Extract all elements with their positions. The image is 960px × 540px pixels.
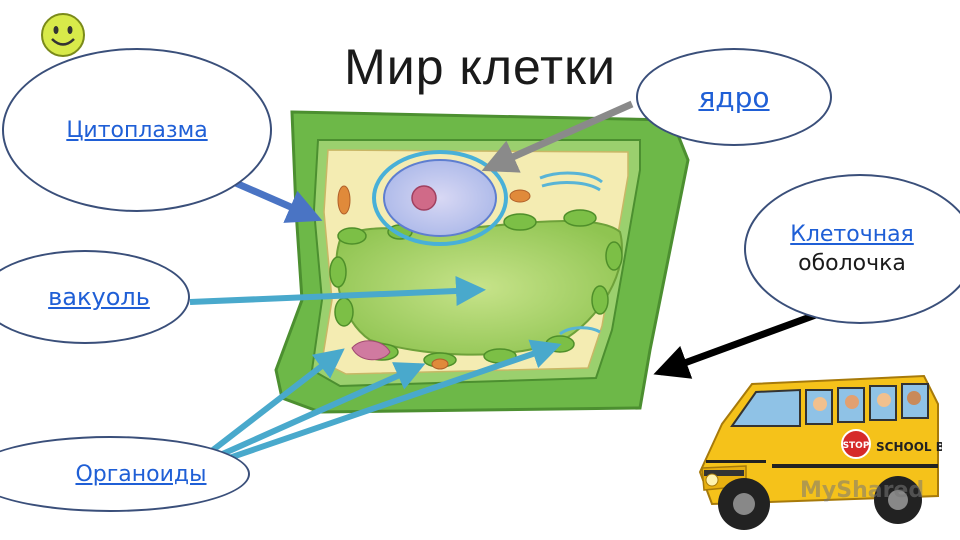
membrane-link[interactable]: Клеточная bbox=[790, 222, 914, 247]
nucleus-shape bbox=[372, 150, 508, 246]
membrane-bubble: Клеточная оболочка bbox=[744, 174, 960, 324]
arrow-nucleus bbox=[481, 100, 634, 173]
vacuole-link[interactable]: вакуоль bbox=[48, 283, 150, 311]
arrow-vacuole bbox=[189, 276, 486, 306]
cytoplasm-bubble: Цитоплазма bbox=[2, 48, 272, 212]
arrow-organoid-1 bbox=[198, 348, 345, 463]
organelles-shapes bbox=[337, 171, 603, 370]
school-bus-image: SCHOOL BUS STOP bbox=[698, 374, 942, 530]
cytoplasm-link[interactable]: Цитоплазма bbox=[66, 117, 208, 143]
organelles-link[interactable]: Органоиды bbox=[75, 461, 207, 487]
membrane-text: оболочка bbox=[798, 251, 906, 276]
watermark-text: MyShared bbox=[800, 478, 925, 503]
page-title: Мир клетки bbox=[344, 39, 616, 95]
organelles-bubble: Органоиды bbox=[0, 436, 250, 512]
arrow-organoid-2 bbox=[198, 362, 426, 467]
nucleus-link[interactable]: ядро bbox=[698, 80, 770, 114]
vacuole-bubble: вакуоль bbox=[0, 250, 190, 344]
smiley-icon bbox=[41, 13, 85, 57]
arrow-organoid-3 bbox=[199, 339, 562, 471]
bus-sign-text: SCHOOL BUS bbox=[876, 440, 942, 454]
stop-sign-text: STOP bbox=[843, 441, 870, 451]
nucleus-bubble: ядро bbox=[636, 48, 832, 146]
